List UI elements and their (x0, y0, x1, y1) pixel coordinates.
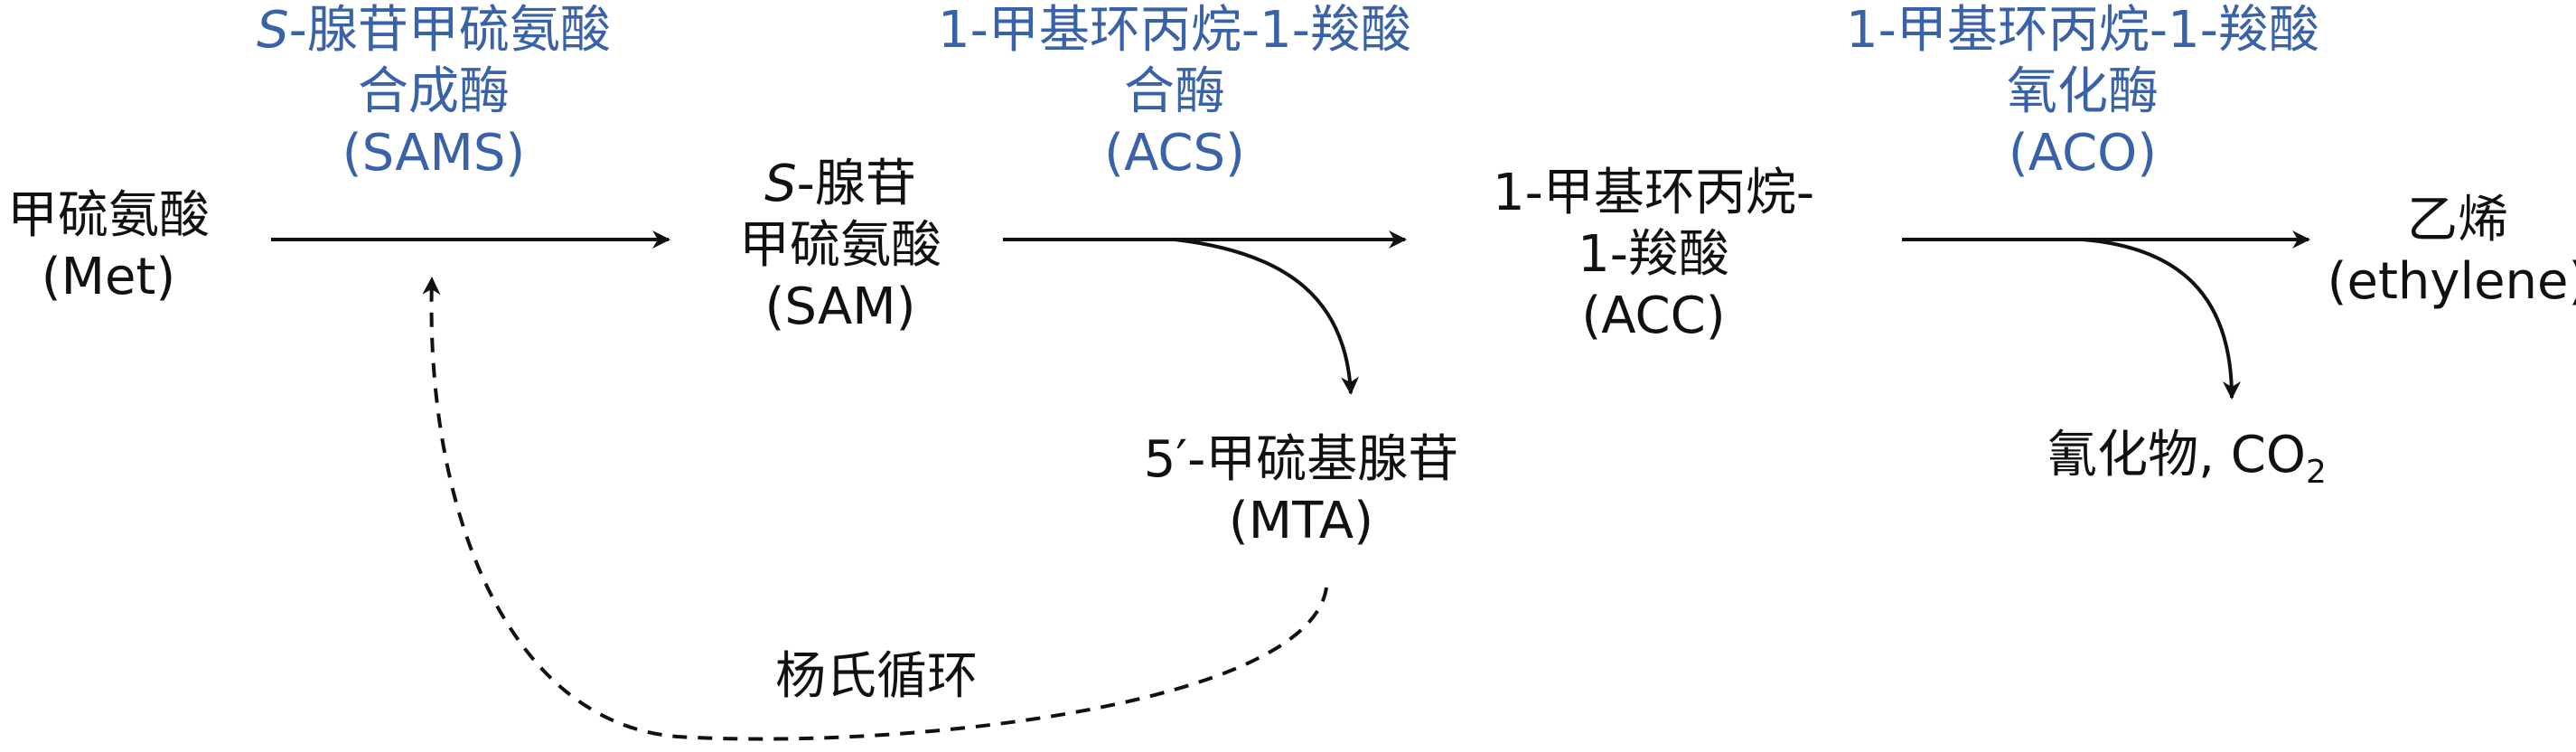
mta-name: 5′-甲硫基腺苷 (1143, 430, 1459, 489)
sams-abbrev: (SAMS) (342, 124, 526, 183)
sam-prefix: S (764, 155, 797, 213)
ethylene-name: 乙烯 (2406, 191, 2508, 249)
yang-cycle-text: 杨氏循环 (775, 647, 978, 706)
mta-abbrev: (MTA) (1228, 492, 1374, 550)
acc-abbrev: (ACC) (1581, 287, 1726, 345)
sams-line1-rest: -腺苷甲硫氨酸 (288, 1, 611, 60)
met-name: 甲硫氨酸 (7, 186, 210, 245)
byproducts-text: 氰化物, CO (2047, 426, 2306, 484)
compound-sam: S-腺苷 甲硫氨酸 (SAM) (739, 154, 941, 338)
sam-line1: S-腺苷 (739, 154, 941, 215)
acs-line2: 合酶 (1123, 62, 1225, 121)
byproducts-subscript: 2 (2305, 454, 2327, 492)
compound-ethylene: 乙烯 (ethylene) (2328, 190, 2576, 313)
acs-abbrev: (ACS) (1104, 124, 1245, 183)
arrow-branch-to-byproducts (2082, 238, 2241, 400)
arrow-branch-to-mta (1174, 238, 1360, 395)
yang-cycle-label: 杨氏循环 (775, 646, 978, 708)
sam-line2: 甲硫氨酸 (739, 216, 941, 275)
sams-prefix: S (257, 1, 289, 60)
compound-mta: 5′-甲硫基腺苷 (MTA) (1144, 429, 1459, 552)
sams-line1: S-腺苷甲硫氨酸 (257, 0, 611, 61)
compound-acc: 1-甲基环丙烷- 1-羧酸 (ACC) (1493, 163, 1814, 347)
compound-met: 甲硫氨酸 (Met) (7, 185, 210, 308)
enzyme-acs: 1-甲基环丙烷-1-羧酸 合酶 (ACS) (938, 0, 1411, 184)
sam-line1-rest: -腺苷 (796, 155, 916, 213)
yang-cycle-dashed-arrow (422, 277, 1328, 741)
enzyme-sams: S-腺苷甲硫氨酸 合成酶 (SAMS) (257, 0, 611, 184)
aco-line2: 氧化酶 (2006, 62, 2159, 121)
acs-line1: 1-甲基环丙烷-1-羧酸 (938, 1, 1411, 60)
aco-line1: 1-甲基环丙烷-1-羧酸 (1846, 1, 2319, 60)
enzyme-aco: 1-甲基环丙烷-1-羧酸 氧化酶 (ACO) (1846, 0, 2319, 184)
acc-line2: 1-羧酸 (1578, 225, 1729, 284)
sams-line2: 合成酶 (357, 62, 510, 121)
ethylene-english: (ethylene) (2327, 252, 2576, 311)
met-abbrev: (Met) (41, 248, 176, 306)
compound-byproducts: 氰化物, CO2 (2047, 425, 2327, 489)
acc-line1: 1-甲基环丙烷- (1492, 164, 1815, 222)
aco-abbrev: (ACO) (2008, 124, 2158, 183)
sam-abbrev: (SAM) (764, 277, 916, 336)
